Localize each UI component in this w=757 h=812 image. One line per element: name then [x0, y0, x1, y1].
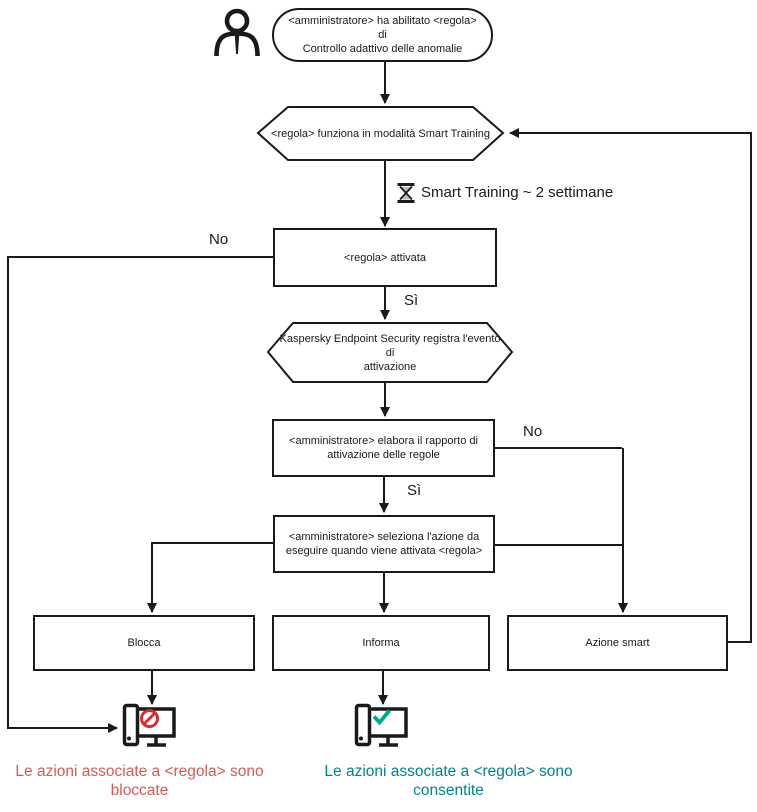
node-start-line1: <amministratore> ha abilitato <regola> d…	[288, 15, 477, 41]
connector-attivata-no-left	[7, 256, 273, 733]
seleziona-line1: <amministratore> seleziona l'azione da	[288, 531, 480, 543]
node-azione-smart: Azione smart	[507, 615, 728, 671]
node-blocca: Blocca	[33, 615, 255, 671]
node-registra-label: Kaspersky Endpoint Security registra l'e…	[276, 323, 504, 382]
node-informa: Informa	[272, 615, 490, 671]
connector-azione-smart-feedback	[509, 128, 752, 643]
registra-line2: attivazione	[363, 360, 417, 373]
hexagon-smart-training	[256, 106, 505, 161]
node-seleziona: <amministratore> seleziona l'azione da e…	[273, 515, 495, 573]
blocca-text: Blocca	[127, 637, 161, 649]
registra-line1: Kaspersky Endpoint Security registra l'e…	[279, 332, 501, 359]
outcome-allowed-line2: consentite	[413, 782, 484, 799]
edge-label-si-rapporto: Sì	[407, 482, 422, 499]
edge-label-no-attivata: No	[209, 231, 229, 248]
edge-label-no-rapporto: No	[523, 423, 543, 440]
attivata-text: <regola> attivata	[344, 251, 426, 264]
rapporto-line2: attivazione delle regole	[327, 449, 440, 461]
hexagon-registra-evento	[266, 322, 514, 383]
node-rapporto: <amministratore> elabora il rapporto di …	[272, 419, 495, 477]
computer-allowed-icon	[354, 703, 408, 747]
connector-seleziona-to-blocca	[147, 542, 273, 613]
check-icon	[372, 709, 391, 726]
administrator-person-icon	[214, 8, 260, 57]
outcome-allowed-text: Le azioni associate a <regola> sono cons…	[306, 762, 591, 800]
hourglass-icon	[397, 183, 415, 203]
smart-training-text: <regola> funziona in modalità Smart Trai…	[271, 127, 490, 140]
computer-blocked-icon	[122, 703, 176, 747]
prohibition-icon	[140, 709, 159, 728]
outcome-blocked-text: Le azioni associate a <regola> sono bloc…	[0, 762, 282, 800]
outcome-blocked-line2: bloccate	[110, 782, 169, 799]
rapporto-line1: <amministratore> elabora il rapporto di	[289, 435, 478, 447]
timer-label: Smart Training ~ 2 settimane	[421, 184, 614, 201]
node-start: <amministratore> ha abilitato <regola> d…	[272, 8, 493, 62]
informa-text: Informa	[362, 637, 400, 649]
outcome-allowed-line1: Le azioni associate a <regola> sono	[324, 763, 573, 780]
edge-label-si-attivata: Sì	[404, 292, 419, 309]
node-start-line2: Controllo adattivo delle anomalie	[302, 43, 463, 55]
seleziona-line2: eseguire quando viene attivata <regola>	[285, 545, 483, 557]
azione-smart-text: Azione smart	[585, 637, 650, 649]
outcome-blocked-line1: Le azioni associate a <regola> sono	[15, 763, 264, 780]
node-attivata: <regola> attivata	[273, 228, 497, 287]
node-smart-training-label: <regola> funziona in modalità Smart Trai…	[268, 107, 493, 160]
